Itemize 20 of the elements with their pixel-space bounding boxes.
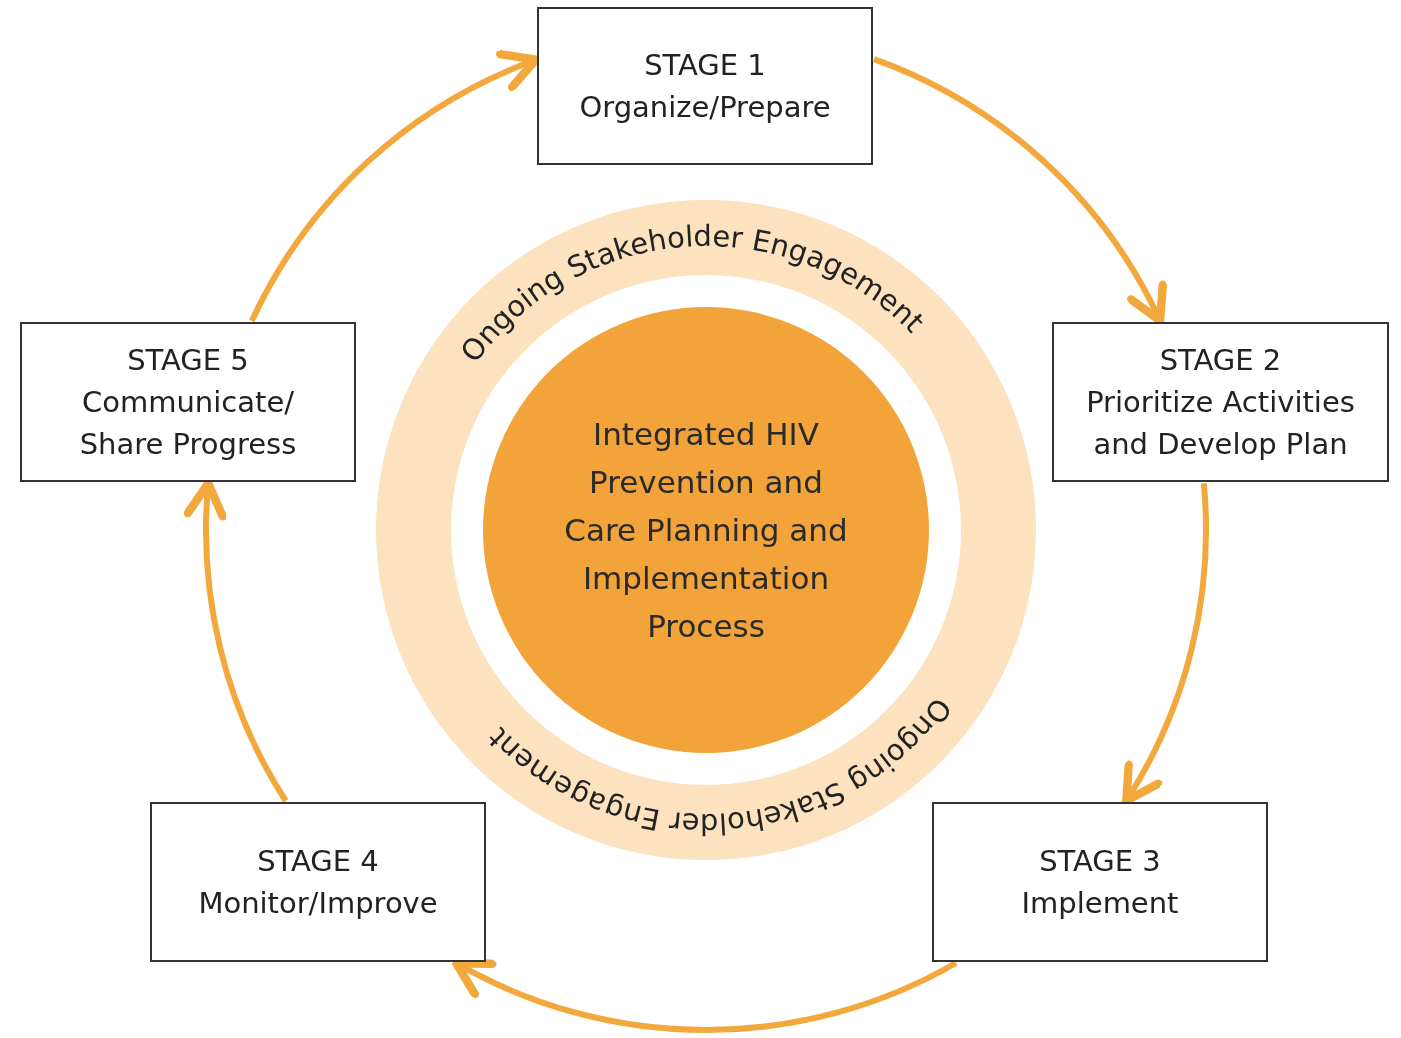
stage-title: Prioritize Activities and Develop Plan — [1085, 383, 1356, 463]
stage-box — [1052, 322, 1389, 482]
stage-number: STAGE 5 — [127, 341, 249, 379]
stage-title: Organize/Prepare — [578, 89, 832, 126]
stage-box — [20, 322, 356, 482]
arrow — [452, 957, 958, 1033]
ring-band — [376, 200, 1036, 860]
stage-number: STAGE 4 — [257, 842, 379, 880]
stage-number: STAGE 1 — [644, 46, 766, 84]
stage-box — [150, 802, 486, 962]
stage-title: Implement — [1020, 885, 1180, 922]
arrow — [872, 56, 1165, 325]
stage-title: Communicate/ Share Progress — [78, 383, 298, 463]
stage-number: STAGE 2 — [1159, 341, 1282, 379]
stage-title: Monitor/Improve — [197, 885, 439, 922]
stage-box — [537, 7, 873, 165]
arrow — [1122, 483, 1209, 805]
stage-number: STAGE 3 — [1039, 842, 1161, 880]
stage-box — [932, 802, 1268, 962]
circle-label: Integrated HIV Prevention and Care Planning and Implementation Process — [563, 414, 849, 647]
